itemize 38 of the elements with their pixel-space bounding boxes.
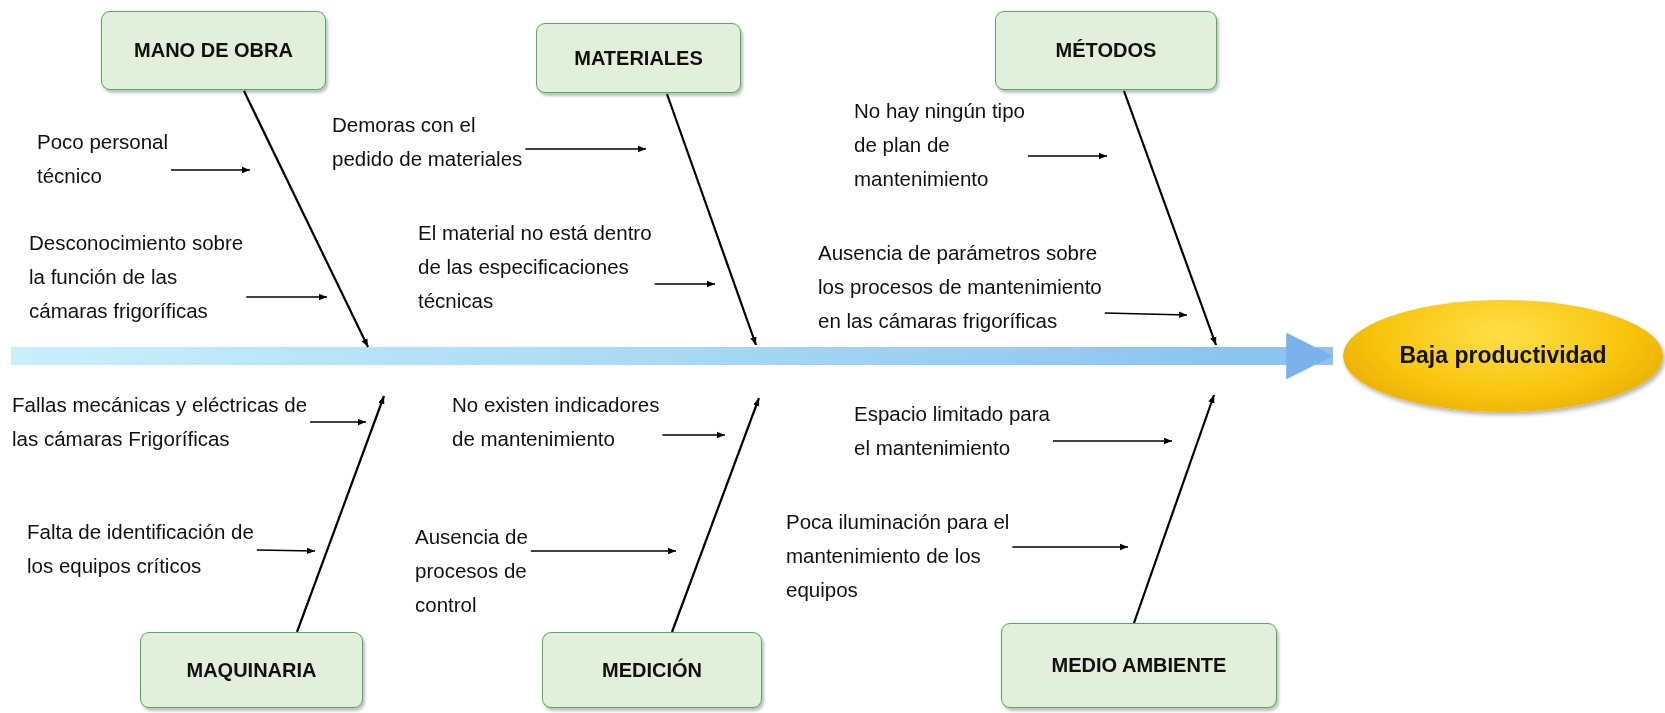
effect-ellipse: Baja productividad [1343, 300, 1663, 412]
cause-text: Espacio limitado para el mantenimiento [854, 397, 1069, 465]
cause-text: Ausencia de procesos de control [415, 520, 575, 622]
arrow [1011, 543, 1129, 551]
cause-text: Falta de identificación de los equipos críticos [27, 515, 277, 583]
arrow [1132, 394, 1216, 624]
arrow [665, 93, 758, 346]
category-box: MÉTODOS [995, 11, 1217, 90]
category-box: MEDICIÓN [542, 632, 762, 708]
arrow [170, 166, 251, 174]
arrow [245, 293, 328, 301]
cause-text: Demoras con el pedido de materiales [332, 108, 532, 176]
arrow [661, 431, 726, 439]
cause-text: Poca iluminación para el mantenimiento de los equipos [786, 505, 1036, 607]
cause-text: El material no está dentro de las especificaciones técnicas [418, 216, 663, 318]
cause-text: Ausencia de parámetros sobre los procesos de mantenimiento en las cámaras frigoríficas [818, 236, 1118, 338]
cause-text: Desconocimiento sobre la función de las cámaras frigoríficas [29, 226, 254, 328]
category-box: MATERIALES [536, 23, 741, 93]
arrow [295, 395, 386, 633]
arrow [1122, 90, 1218, 346]
arrow [524, 145, 647, 153]
category-box: MEDIO AMBIENTE [1001, 623, 1277, 708]
arrow [1052, 437, 1173, 445]
arrow [530, 547, 677, 555]
arrow [309, 418, 367, 426]
cause-text: Fallas mecánicas y eléctricas de las cámaras Frigoríficas [12, 388, 312, 456]
cause-text: No existen indicadores de mantenimiento [452, 388, 667, 456]
arrow [243, 90, 369, 348]
arrow [1027, 152, 1108, 160]
category-box: MANO DE OBRA [101, 11, 326, 90]
cause-text: Poco personal técnico [37, 125, 207, 193]
spine-arrow [11, 332, 1333, 380]
arrow [653, 280, 716, 288]
arrow [1104, 311, 1188, 318]
cause-text: No hay ningún tipo de plan de mantenimiento [854, 94, 1034, 196]
arrow [256, 547, 316, 555]
arrow [670, 397, 761, 633]
category-box: MAQUINARIA [140, 632, 363, 708]
